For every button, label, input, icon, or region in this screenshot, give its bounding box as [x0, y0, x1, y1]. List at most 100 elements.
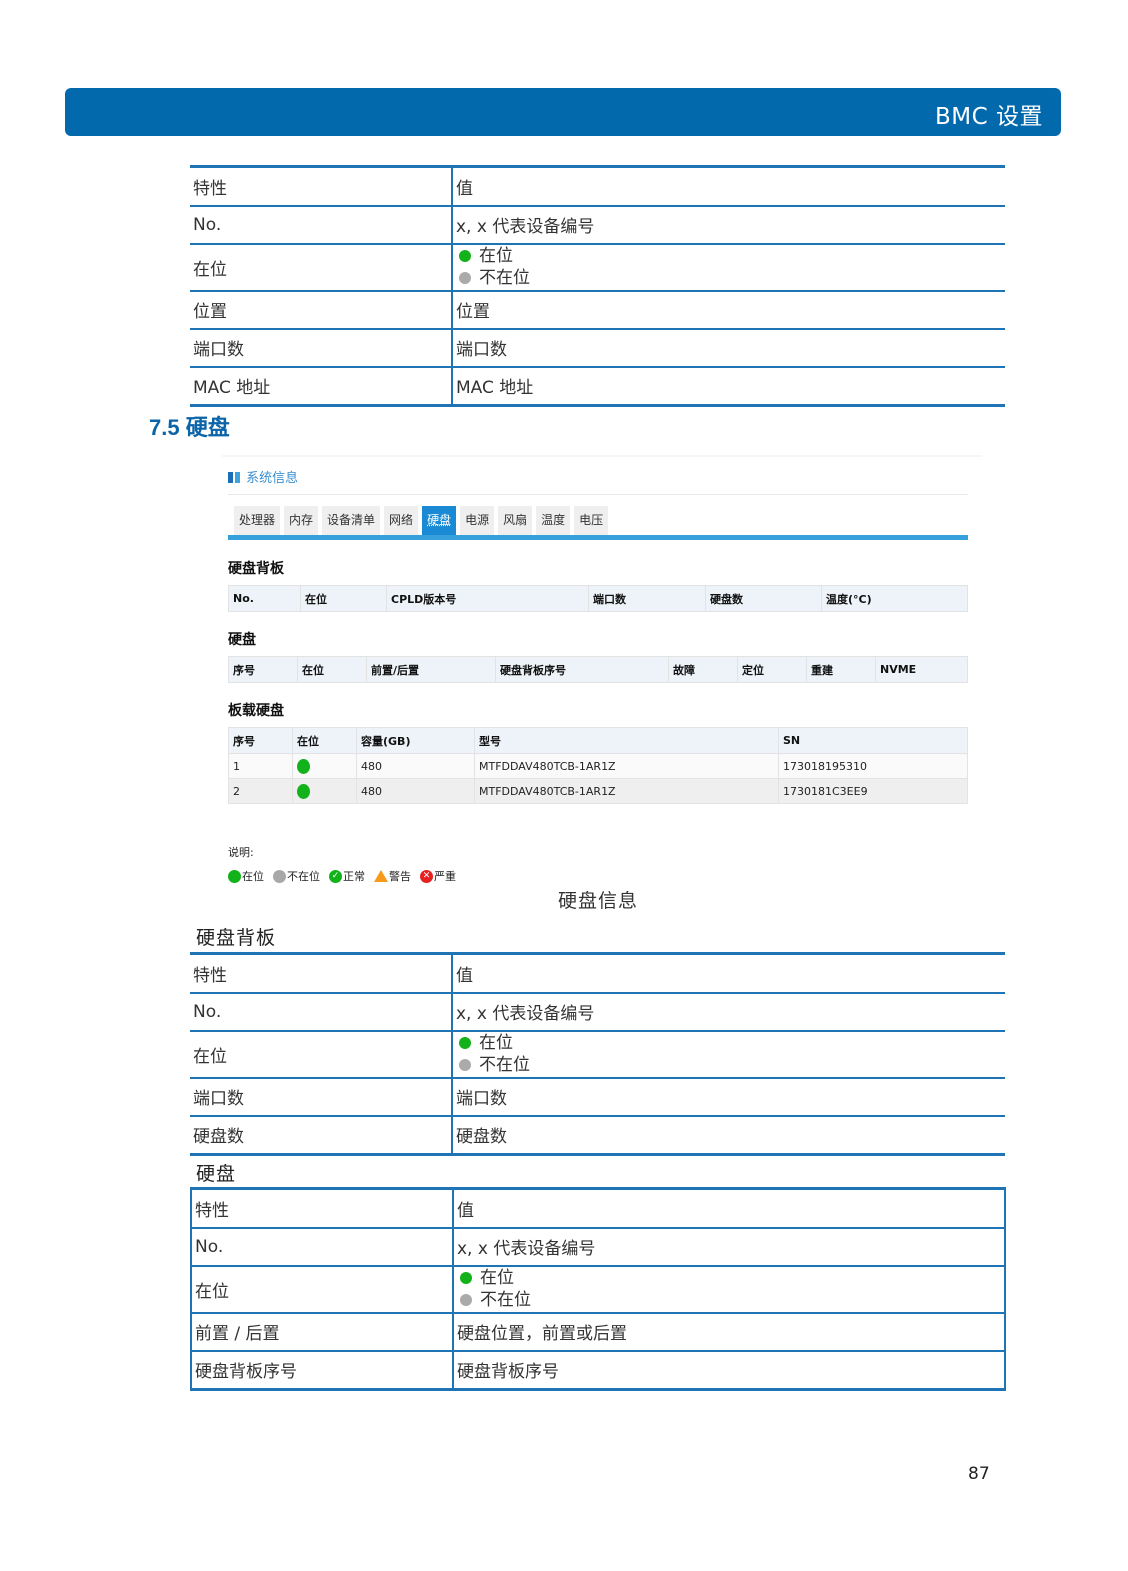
tab-voltage[interactable]: 电压	[574, 506, 609, 535]
system-info-screenshot: 系统信息 处理器 内存 设备清单 网络 硬盘 电源 风扇 温度 电压 硬盘背板 …	[222, 455, 982, 885]
onboard-disk-table: 序号 在位 容量(GB) 型号 SN 1 480 MTFDDAV480TCB-1…	[228, 727, 968, 804]
prop-cell: 端口数	[190, 1077, 452, 1117]
absent-label: 不在位	[479, 1055, 530, 1075]
table-row: 在位 在位 不在位	[190, 243, 1005, 292]
warning-triangle-icon	[374, 870, 388, 882]
column-header[interactable]: 在位	[297, 656, 367, 683]
index-cell: 2	[228, 778, 293, 804]
present-label: 在位	[479, 1033, 513, 1053]
value-cell: 值	[451, 952, 1005, 994]
divider	[222, 455, 982, 457]
value-cell: x, x 代表设备编号	[451, 992, 1005, 1032]
prop-cell: 特性	[191, 1187, 453, 1229]
disk-properties-table: 特性 值 No. x, x 代表设备编号 在位 在位 不在位 前置 / 后置 硬…	[190, 1187, 1006, 1391]
table-row: No. x, x 代表设备编号	[191, 1227, 1005, 1267]
disk-table-label: 硬盘	[196, 1163, 237, 1185]
figure-caption: 硬盘信息	[558, 890, 639, 912]
tab-temperature[interactable]: 温度	[536, 506, 571, 535]
index-cell: 1	[228, 753, 293, 779]
column-header[interactable]: 容量(GB)	[356, 727, 475, 754]
column-header[interactable]: No.	[228, 585, 301, 612]
sn-cell: 1730181C3EE9	[778, 778, 968, 804]
value-cell: 硬盘数	[451, 1115, 1005, 1156]
prop-cell: 在位	[190, 1030, 452, 1079]
table-row: 在位 在位 不在位	[190, 1030, 1005, 1079]
absent-label: 不在位	[480, 1290, 531, 1310]
absent-gray-dot-icon	[459, 272, 471, 284]
column-header[interactable]: NVME	[875, 656, 968, 683]
column-header[interactable]: 序号	[228, 656, 298, 683]
tab-fan[interactable]: 风扇	[498, 506, 533, 535]
check-circle-icon: ✓	[329, 869, 342, 883]
tab-device-list[interactable]: 设备清单	[322, 506, 381, 535]
present-green-dot-icon	[459, 1037, 471, 1049]
value-cell: x, x 代表设备编号	[452, 1227, 1005, 1267]
value-cell: 端口数	[451, 1077, 1005, 1117]
legend-label: 警告	[389, 870, 411, 883]
prop-cell: No.	[190, 205, 452, 245]
section-heading: 7.5 硬盘	[149, 415, 230, 440]
present-label: 在位	[480, 1268, 514, 1288]
disk-heading: 硬盘	[228, 632, 256, 648]
error-x-circle-icon: ✕	[420, 869, 433, 883]
table-header-row: No. 在位 CPLD版本号 端口数 硬盘数 温度(°C)	[228, 585, 968, 612]
prop-cell: 硬盘数	[190, 1115, 452, 1156]
column-header[interactable]: 在位	[292, 727, 357, 754]
column-header[interactable]: 前置/后置	[366, 656, 496, 683]
tab-disk[interactable]: 硬盘	[422, 506, 457, 535]
column-header[interactable]: SN	[778, 727, 968, 754]
table-row: No. x, x 代表设备编号	[190, 992, 1005, 1032]
column-header[interactable]: 故障	[668, 656, 738, 683]
status-legend: 在位 不在位 ✓正常 警告 ✕严重	[228, 868, 456, 884]
column-header[interactable]: 型号	[474, 727, 779, 754]
table-row: 特性 值	[190, 165, 1005, 207]
column-header[interactable]: 硬盘背板序号	[495, 656, 669, 683]
chapter-title: BMC 设置	[935, 104, 1043, 130]
column-header[interactable]: 在位	[300, 585, 387, 612]
network-properties-table: 特性 值 No. x, x 代表设备编号 在位 在位 不在位 位置 位置 端口数…	[190, 165, 1005, 407]
table-row[interactable]: 2 480 MTFDDAV480TCB-1AR1Z 1730181C3EE9	[228, 778, 968, 804]
prop-cell: 特性	[190, 165, 452, 207]
absent-label: 不在位	[479, 268, 530, 288]
column-header[interactable]: CPLD版本号	[386, 585, 589, 612]
table-row: 特性 值	[191, 1187, 1005, 1229]
column-header[interactable]: 端口数	[588, 585, 706, 612]
present-cell	[292, 778, 357, 804]
value-cell: 值	[451, 165, 1005, 207]
tab-processor[interactable]: 处理器	[234, 506, 281, 535]
prop-cell: 特性	[190, 952, 452, 994]
legend-label: 在位	[242, 870, 264, 883]
chapter-header-bar: BMC 设置	[65, 88, 1061, 136]
table-row: 硬盘背板序号 硬盘背板序号	[191, 1350, 1005, 1391]
value-cell: 在位 不在位	[452, 1265, 1005, 1314]
panel-grid-icon	[228, 472, 233, 483]
column-header[interactable]: 硬盘数	[705, 585, 822, 612]
prop-cell: 位置	[190, 290, 452, 330]
value-cell: 硬盘背板序号	[452, 1350, 1005, 1391]
value-cell: 硬盘位置，前置或后置	[452, 1312, 1005, 1352]
legend-label: 正常	[343, 870, 365, 883]
present-green-dot-icon	[460, 1272, 472, 1284]
present-green-dot-icon	[297, 783, 310, 799]
prop-cell: 硬盘背板序号	[191, 1350, 453, 1391]
gray-dot-icon	[273, 869, 286, 883]
legend-item: 警告	[374, 868, 411, 884]
column-header[interactable]: 序号	[228, 727, 293, 754]
legend-label: 不在位	[287, 870, 320, 883]
legend-item: ✕严重	[420, 868, 456, 884]
column-header[interactable]: 温度(°C)	[821, 585, 968, 612]
absent-gray-dot-icon	[459, 1059, 471, 1071]
tab-network[interactable]: 网络	[384, 506, 419, 535]
present-green-dot-icon	[297, 758, 310, 774]
column-header[interactable]: 重建	[806, 656, 876, 683]
table-row: 前置 / 后置 硬盘位置，前置或后置	[191, 1312, 1005, 1352]
tab-power[interactable]: 电源	[460, 506, 495, 535]
absent-gray-dot-icon	[460, 1294, 472, 1306]
value-cell: 端口数	[451, 328, 1005, 368]
table-row[interactable]: 1 480 MTFDDAV480TCB-1AR1Z 173018195310	[228, 753, 968, 779]
column-header[interactable]: 定位	[737, 656, 807, 683]
disk-table: 序号 在位 前置/后置 硬盘背板序号 故障 定位 重建 NVME	[228, 656, 968, 683]
table-row: 特性 值	[190, 952, 1005, 994]
table-row: MAC 地址 MAC 地址	[190, 366, 1005, 407]
tab-memory[interactable]: 内存	[284, 506, 319, 535]
